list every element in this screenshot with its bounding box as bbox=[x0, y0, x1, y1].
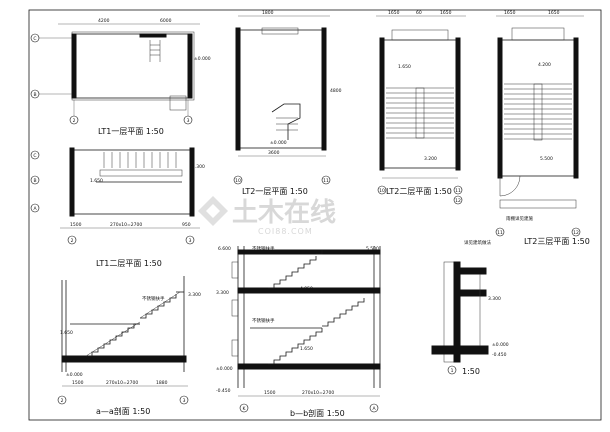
lt1-second-floor-plan: 1.650 3.300 C B A 1500 270x10=2700 950 2… bbox=[30, 147, 205, 268]
level-label: 1.650 bbox=[60, 330, 73, 336]
dim-label: 270x10=2700 bbox=[106, 380, 138, 386]
dim-label: 950 bbox=[182, 222, 191, 228]
lt1-first-floor-plan: 4200 6000 ±0.000 C B 2 3 LT1一层平面 1:50 bbox=[30, 18, 211, 136]
level-label: 3.300 bbox=[188, 292, 201, 298]
level-label: 1.650 bbox=[300, 346, 313, 352]
dim-label: 1800 bbox=[262, 10, 274, 16]
lt2-first-floor-plan: 1800 ±0.000 4800 3600 10 11 LT2一层平面 1:50 bbox=[233, 10, 342, 196]
section-aa: 1.650 3.300 ±0.000 不锈钢扶手 1500 270x10=270… bbox=[57, 276, 201, 416]
level-label: 6.600 bbox=[218, 246, 231, 252]
axis-label: B bbox=[33, 92, 36, 98]
dim-label: 1650 bbox=[388, 10, 400, 16]
detail-1: 详见建筑做法 3.300 ±0.000 -0.450 1 1:50 bbox=[431, 239, 509, 376]
dim-label: 4200 bbox=[98, 18, 110, 24]
axis-label: 3 bbox=[187, 118, 190, 124]
note-label: 不锈钢扶手 bbox=[252, 317, 275, 324]
note-label: 雨棚详见建施 bbox=[506, 215, 533, 222]
section-bb: 不锈钢扶手 不锈钢扶手 6.600 3.300 ±0.000 -0.450 5.… bbox=[216, 245, 381, 418]
level-label: ±0.000 bbox=[66, 372, 83, 378]
axis-label: 3 bbox=[183, 398, 186, 404]
dim-label: 1500 bbox=[70, 222, 82, 228]
level-label: -0.450 bbox=[492, 352, 507, 358]
axis-label: 11 bbox=[323, 178, 329, 184]
axis-label: C bbox=[33, 153, 36, 159]
section-aa-title: a—a剖面 1:50 bbox=[96, 406, 150, 416]
lt1-first-title: LT1一层平面 1:50 bbox=[98, 127, 164, 136]
watermark-main: 土木在线 bbox=[232, 198, 336, 228]
axis-label: 10 bbox=[235, 178, 241, 184]
dim-label: 6000 bbox=[160, 18, 172, 24]
axis-label: 12 bbox=[573, 230, 579, 236]
level-label: 4.950 bbox=[300, 286, 313, 292]
lt2-third-floor-plan: 1650 1650 4.200 5.500 雨棚详见建施 11 12 LT2三层… bbox=[495, 10, 590, 246]
axis-label: A bbox=[372, 406, 376, 412]
axis-label: 3 bbox=[189, 238, 192, 244]
axis-label: 2 bbox=[71, 238, 74, 244]
sheet-border bbox=[28, 9, 602, 421]
lt2-third-title: LT2三层平面 1:50 bbox=[524, 237, 590, 246]
section-bb-title: b—b剖面 1:50 bbox=[290, 408, 345, 418]
lt1-second-title: LT1二层平面 1:50 bbox=[96, 259, 162, 268]
axis-label: A bbox=[33, 206, 37, 212]
level-label: 1.650 bbox=[90, 178, 103, 184]
level-label: 5.500 bbox=[540, 156, 553, 162]
lt2-second-title: LT2二层平面 1:50 bbox=[386, 187, 452, 196]
level-label: -0.450 bbox=[216, 388, 231, 394]
level-label: 3.300 bbox=[488, 296, 501, 302]
note-label: 不锈钢扶手 bbox=[142, 295, 165, 302]
lt2-second-floor-plan: 1650 60 1650 1.650 3.200 10 11 12 LT2二层平… bbox=[376, 10, 466, 205]
dim-label: 270x10=2700 bbox=[302, 390, 334, 396]
dim-label: 1650 bbox=[504, 10, 516, 16]
dim-label: 270x10=2700 bbox=[110, 222, 142, 228]
level-label: 3.300 bbox=[216, 290, 229, 296]
axis-label: K bbox=[243, 406, 247, 412]
axis-label: 1 bbox=[451, 368, 454, 374]
dim-label: 3600 bbox=[268, 150, 280, 156]
level-label: ±0.000 bbox=[194, 56, 211, 62]
note-label: 详见建筑做法 bbox=[464, 239, 491, 246]
level-label: 3.200 bbox=[424, 156, 437, 162]
axis-label: 2 bbox=[61, 398, 64, 404]
level-label: ±0.000 bbox=[270, 140, 287, 146]
note-label: 不锈钢扶手 bbox=[252, 245, 275, 252]
dim-label: 60 bbox=[416, 10, 422, 16]
detail-title: 1:50 bbox=[462, 367, 480, 376]
level-label: 5.500 bbox=[366, 246, 379, 252]
level-label: 4.200 bbox=[538, 62, 551, 68]
level-label: 3.300 bbox=[192, 164, 205, 170]
axis-label: 12 bbox=[455, 198, 461, 204]
lt2-first-title: LT2一层平面 1:50 bbox=[242, 187, 308, 196]
axis-label: 10 bbox=[379, 188, 385, 194]
axis-label: 11 bbox=[455, 188, 461, 194]
level-label: ±0.000 bbox=[492, 342, 509, 348]
axis-label: C bbox=[33, 36, 36, 42]
axis-label: 2 bbox=[73, 118, 76, 124]
axis-label: 11 bbox=[497, 230, 503, 236]
dim-label: 1650 bbox=[440, 10, 452, 16]
dim-label: 1500 bbox=[264, 390, 276, 396]
watermark: 土木在线 COI88.COM bbox=[198, 196, 336, 236]
dim-label: 1880 bbox=[156, 380, 168, 386]
dim-label: 4800 bbox=[330, 88, 342, 94]
axis-label: B bbox=[33, 178, 36, 184]
watermark-sub: COI88.COM bbox=[258, 227, 313, 236]
dim-label: 1650 bbox=[548, 10, 560, 16]
level-label: 1.650 bbox=[398, 64, 411, 70]
dim-label: 1500 bbox=[72, 380, 84, 386]
level-label: ±0.000 bbox=[216, 366, 233, 372]
watermark-logo-icon bbox=[198, 196, 228, 226]
